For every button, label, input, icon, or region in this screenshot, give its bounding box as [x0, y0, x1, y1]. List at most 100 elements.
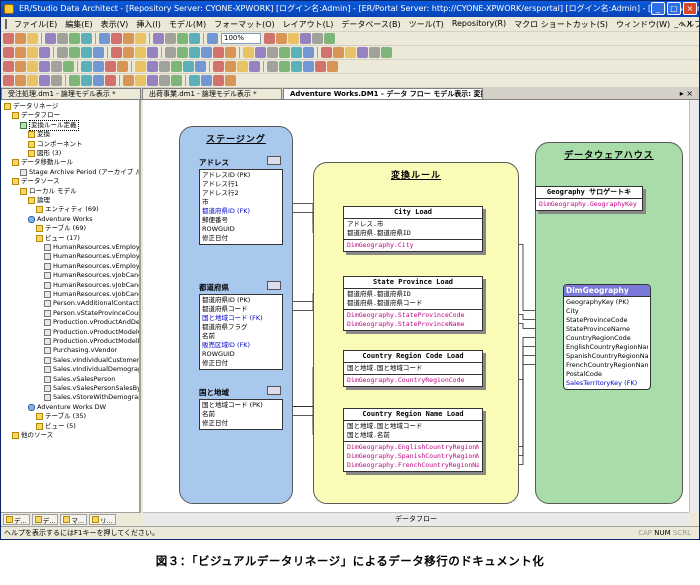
toolbar-button-icon[interactable] — [324, 33, 335, 44]
entity-attribute[interactable]: 名前 — [202, 410, 215, 418]
tree-item[interactable]: Sales.vSalesPerson — [44, 375, 115, 384]
toolbar-button-icon[interactable] — [207, 33, 218, 44]
toolbar-button-icon[interactable] — [171, 75, 182, 86]
toolbar-button-icon[interactable] — [81, 47, 92, 58]
toolbar-button-icon[interactable] — [135, 75, 146, 86]
tab-close-icon[interactable]: ▸ × — [679, 89, 693, 98]
toolbar-button-icon[interactable] — [189, 47, 200, 58]
toolbar-button-icon[interactable] — [189, 33, 200, 44]
toolbar-button-icon[interactable] — [123, 33, 134, 44]
toolbar-button-icon[interactable] — [225, 61, 236, 72]
toolbar-button-icon[interactable] — [27, 75, 38, 86]
tree-item[interactable]: データフロー — [12, 111, 60, 120]
tree-item[interactable]: 図形 (3) — [28, 149, 61, 158]
toolbar-button-icon[interactable] — [147, 61, 158, 72]
staging-entity[interactable]: 都道府県都道府県ID (PK)都道府県コード国と地域コード (FK)都道府県フラ… — [199, 281, 283, 370]
entity-attribute[interactable]: 修正日付 — [202, 359, 228, 367]
entity-attribute[interactable]: 国と地域コード (PK) — [202, 401, 263, 409]
toolbar-button-icon[interactable] — [93, 75, 104, 86]
table-column[interactable]: SpanishCountryRegionName — [566, 352, 648, 360]
toolbar-button-icon[interactable] — [237, 61, 248, 72]
tree-item[interactable]: Production.vProductModelIns — [44, 337, 139, 346]
zoom-select[interactable]: 100% — [221, 33, 261, 44]
toolbar-button-icon[interactable] — [369, 47, 380, 58]
tree-item[interactable]: Purchasing.vVendor — [44, 346, 117, 355]
toolbar-button-icon[interactable] — [69, 33, 80, 44]
toolbar-button-icon[interactable] — [117, 61, 128, 72]
entity-attribute[interactable]: 都道府県フラグ — [202, 323, 248, 331]
toolbar-button-icon[interactable] — [213, 75, 224, 86]
toolbar-button-icon[interactable] — [135, 47, 146, 58]
tree-item[interactable]: コンポーネント — [28, 140, 83, 149]
entity-attribute[interactable]: ROWGUID — [202, 225, 235, 233]
toolbar-button-icon[interactable] — [147, 75, 158, 86]
entity-attribute[interactable]: アドレス行1 — [202, 180, 239, 188]
entity-attribute[interactable]: アドレス行2 — [202, 189, 239, 197]
entity-attribute[interactable]: 販売区域ID (FK) — [202, 341, 251, 349]
menu-item-9[interactable]: Repository(R) — [451, 18, 507, 28]
entity-attribute[interactable]: 修正日付 — [202, 234, 228, 242]
minimize-button[interactable]: _ — [651, 2, 665, 15]
toolbar-button-icon[interactable] — [15, 61, 26, 72]
entity-attribute[interactable]: 郵便番号 — [202, 216, 228, 224]
toolbar-button-icon[interactable] — [303, 61, 314, 72]
tree-item[interactable]: Sales.vStoreWithDemographi — [44, 393, 139, 402]
explorer-tab-3[interactable]: リ... — [89, 514, 116, 525]
toolbar-button-icon[interactable] — [381, 47, 392, 58]
tree-item[interactable]: 論理 — [28, 196, 50, 205]
toolbar-button-icon[interactable] — [225, 47, 236, 58]
tree-item[interactable]: ビュー (5) — [36, 422, 76, 431]
toolbar-button-icon[interactable] — [63, 61, 74, 72]
toolbar-button-icon[interactable] — [105, 75, 116, 86]
menu-item-6[interactable]: レイアウト(L) — [282, 19, 334, 29]
toolbar-button-icon[interactable] — [243, 47, 254, 58]
toolbar-button-icon[interactable] — [15, 47, 26, 58]
toolbar-button-icon[interactable] — [189, 75, 200, 86]
toolbar-button-icon[interactable] — [267, 47, 278, 58]
toolbar-button-icon[interactable] — [3, 61, 14, 72]
toolbar-button-icon[interactable] — [165, 47, 176, 58]
toolbar-button-icon[interactable] — [264, 33, 275, 44]
toolbar-button-icon[interactable] — [105, 61, 116, 72]
toolbar-button-icon[interactable] — [267, 61, 278, 72]
toolbar-button-icon[interactable] — [135, 61, 146, 72]
toolbar-button-icon[interactable] — [93, 61, 104, 72]
staging-entity[interactable]: 国と地域国と地域コード (PK)名前修正日付 — [199, 386, 283, 430]
table-column[interactable]: FrenchCountryRegionName — [566, 361, 648, 369]
tree-item[interactable]: HumanResources.vEmployee — [44, 243, 139, 252]
entity-attribute[interactable]: ROWGUID — [202, 350, 235, 358]
toolbar-button-icon[interactable] — [249, 61, 260, 72]
toolbar-button-icon[interactable] — [93, 47, 104, 58]
tree-item[interactable]: Adventure Works DW — [28, 403, 106, 412]
tree-item[interactable]: Person.vAdditionalContactIn — [44, 299, 139, 308]
toolbar-button-icon[interactable] — [213, 47, 224, 58]
entity-attribute[interactable]: 修正日付 — [202, 419, 228, 427]
tree-item[interactable]: Stage Archive Period (アーカイブ ルー... — [20, 168, 139, 177]
toolbar-button-icon[interactable] — [81, 33, 92, 44]
maximize-button[interactable]: □ — [667, 2, 681, 15]
toolbar-button-icon[interactable] — [165, 33, 176, 44]
entity-attribute[interactable]: 国と地域コード (FK) — [202, 314, 263, 322]
toolbar-button-icon[interactable] — [123, 47, 134, 58]
menu-item-10[interactable]: マクロ ショートカット(S) — [514, 19, 609, 29]
toolbar-button-icon[interactable] — [201, 75, 212, 86]
toolbar-button-icon[interactable] — [357, 47, 368, 58]
toolbar-button-icon[interactable] — [27, 47, 38, 58]
tree-item[interactable]: Production.vProductAndDesc — [44, 318, 139, 327]
table-column[interactable]: PostalCode — [566, 370, 603, 378]
tree-item[interactable]: Sales.vIndividualCustomer — [44, 356, 139, 365]
tree-item[interactable]: HumanResources.vJobCandi — [44, 281, 139, 290]
toolbar-button-icon[interactable] — [177, 47, 188, 58]
toolbar-button-icon[interactable] — [195, 61, 206, 72]
tree-item[interactable]: エンティティ (69) — [36, 205, 99, 214]
toolbar-button-icon[interactable] — [201, 47, 212, 58]
vertical-scrollbar[interactable] — [689, 100, 699, 512]
tree-item[interactable]: Sales.vSalesPersonSalesByF — [44, 384, 139, 393]
table-column[interactable]: EnglishCountryRegionName — [566, 343, 648, 351]
toolbar-button-icon[interactable] — [333, 47, 344, 58]
toolbar-button-icon[interactable] — [3, 75, 14, 86]
menu-item-2[interactable]: 表示(V) — [100, 19, 129, 29]
